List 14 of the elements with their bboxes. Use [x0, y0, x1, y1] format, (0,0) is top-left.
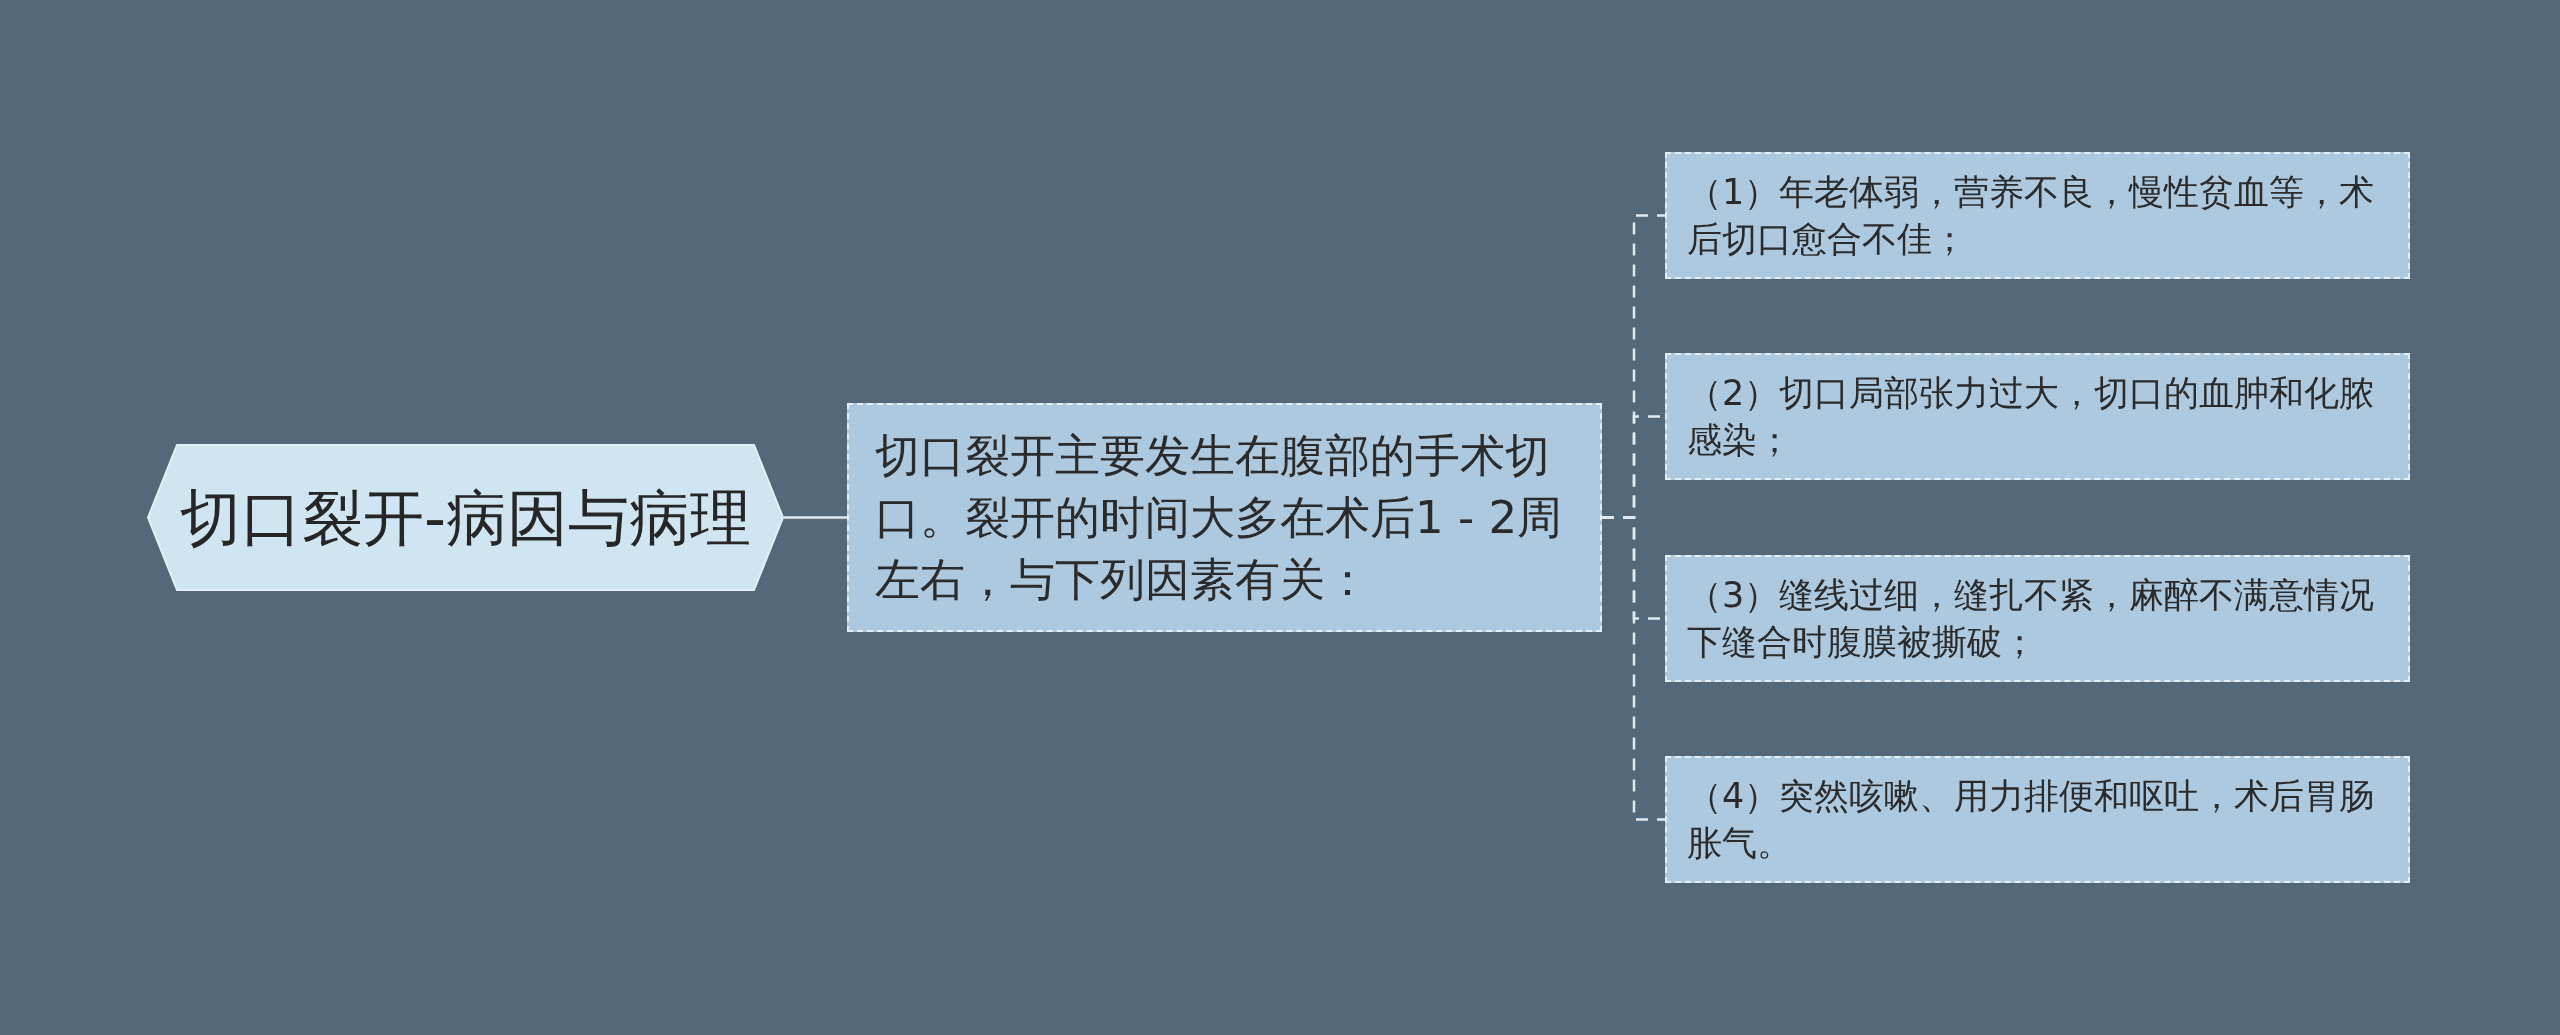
node-text: （3）缝线过细，缝扎不紧，麻醉不满意情况下缝合时腹膜被撕破；	[1687, 573, 2376, 664]
node-text: （4）突然咳嗽、用力排便和呕吐，术后胃肠胀气。	[1687, 774, 2376, 865]
subtopic-box	[847, 403, 1602, 632]
connector-line	[784, 516, 847, 519]
node-text: 切口裂开主要发生在腹部的手术切口。裂开的时间大多在术后1 - 2周左右，与下列因素有关：	[875, 427, 1564, 608]
connector-line	[1602, 516, 1665, 821]
detail-box	[1665, 756, 2410, 883]
detail-box	[1665, 353, 2410, 480]
topic-hexagon	[147, 444, 784, 591]
node-text: （1）年老体弱，营养不良，慢性贫血等，术后切口愈合不佳；	[1687, 170, 2376, 261]
detail-box	[1665, 555, 2410, 682]
node-text: 切口裂开-病因与病理	[180, 480, 751, 555]
detail-box	[1665, 152, 2410, 279]
node-text: （2）切口局部张力过大，切口的血肿和化脓感染；	[1687, 371, 2376, 462]
